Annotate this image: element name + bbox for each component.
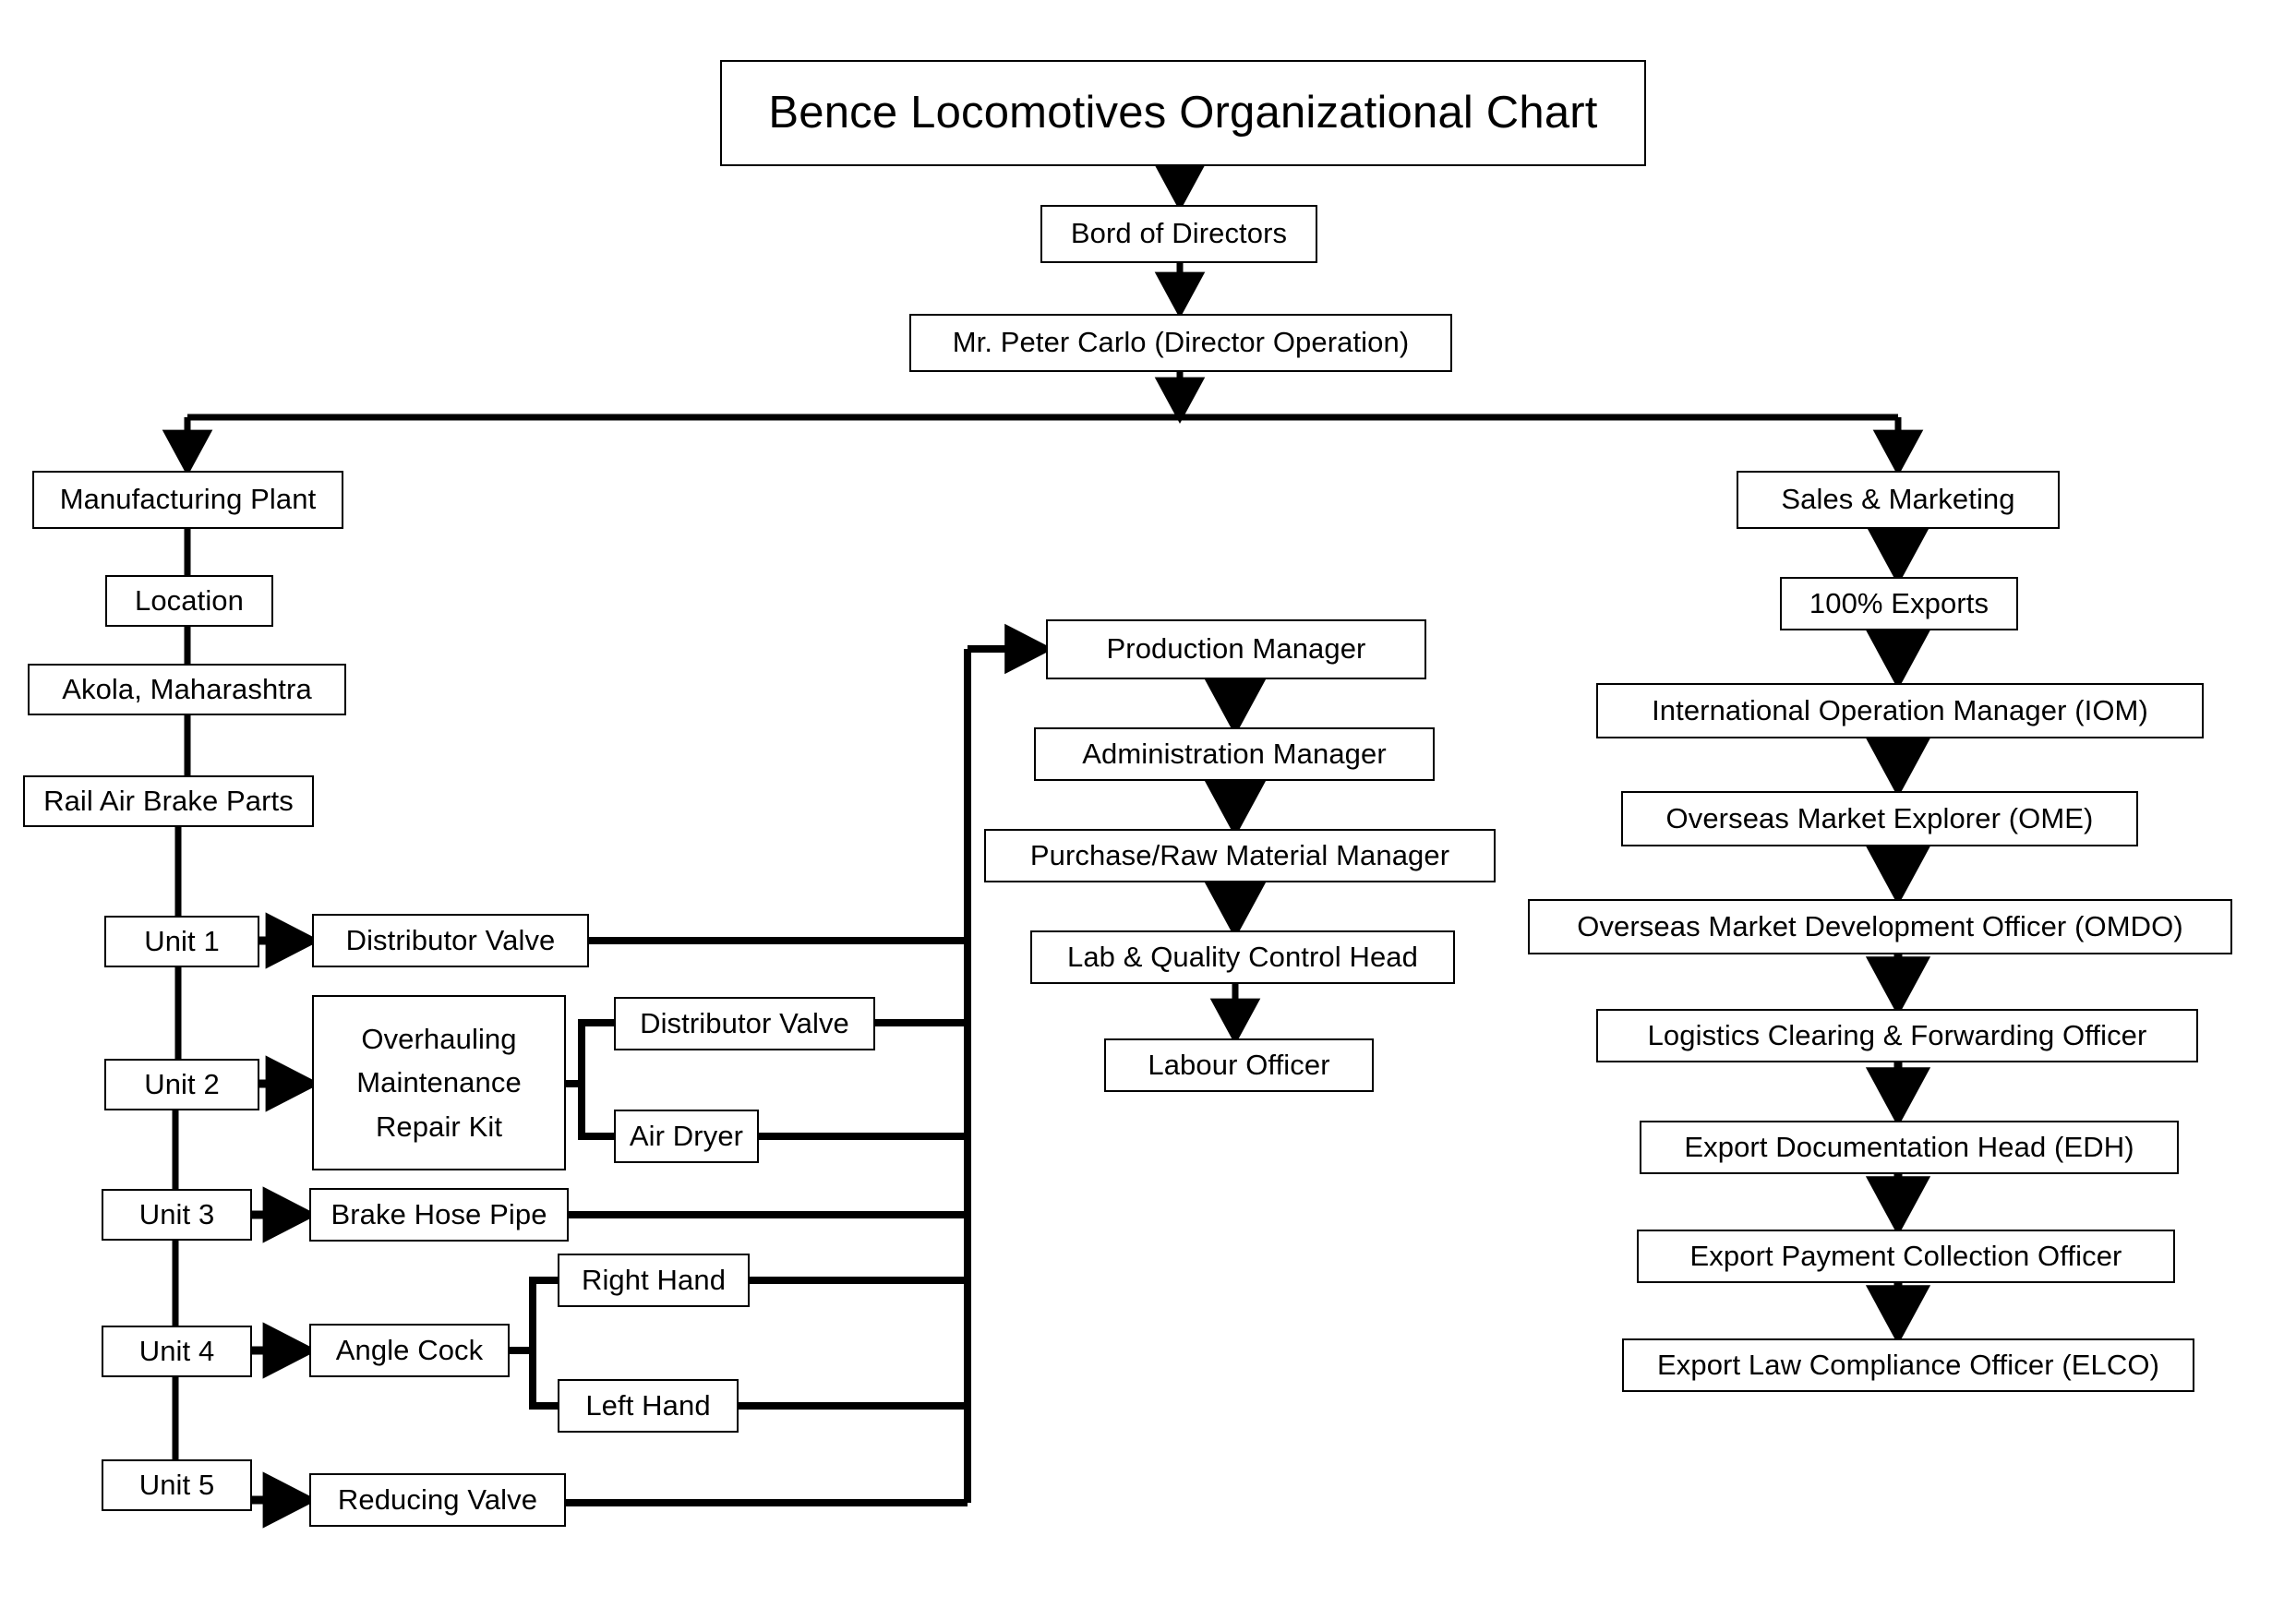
unit-2-child-distributor-valve-text: Distributor Valve — [640, 1006, 849, 1039]
chart-title-text: Bence Locomotives Organizational Chart — [768, 88, 1598, 138]
unit-3-product-text: Brake Hose Pipe — [331, 1197, 547, 1230]
unit-2-product-line-3: Repair Kit — [375, 1110, 503, 1143]
unit-4-child-right-hand-text: Right Hand — [581, 1263, 727, 1296]
unit-4-product-box[interactable]: Angle Cock — [309, 1324, 510, 1377]
unit-2-label: Unit 2 — [144, 1067, 220, 1100]
exports-box[interactable]: 100% Exports — [1780, 577, 2018, 630]
unit-2-product-line-1: Overhauling — [361, 1023, 517, 1056]
ome-box[interactable]: Overseas Market Explorer (OME) — [1621, 791, 2138, 846]
unit-1-box[interactable]: Unit 1 — [104, 916, 259, 967]
unit-5-box[interactable]: Unit 5 — [102, 1459, 252, 1511]
purchase-raw-material-manager-box[interactable]: Purchase/Raw Material Manager — [984, 829, 1496, 882]
iom-box[interactable]: International Operation Manager (IOM) — [1596, 683, 2204, 738]
elco-text: Export Law Compliance Officer (ELCO) — [1657, 1348, 2159, 1381]
production-manager-text: Production Manager — [1106, 632, 1366, 666]
exports-text: 100% Exports — [1809, 586, 1989, 619]
export-payment-collection-officer-box[interactable]: Export Payment Collection Officer — [1637, 1230, 2175, 1283]
board-of-directors-box[interactable]: Bord of Directors — [1040, 205, 1317, 263]
sales-marketing-box[interactable]: Sales & Marketing — [1737, 471, 2060, 529]
unit-4-label: Unit 4 — [138, 1334, 215, 1367]
director-operation-box[interactable]: Mr. Peter Carlo (Director Operation) — [909, 314, 1452, 372]
logistics-officer-text: Logistics Clearing & Forwarding Officer — [1647, 1018, 2147, 1051]
unit-2-child-air-dryer-box[interactable]: Air Dryer — [614, 1110, 759, 1163]
iom-text: International Operation Manager (IOM) — [1652, 693, 2148, 726]
unit-1-product-text: Distributor Valve — [345, 923, 556, 956]
director-operation-text: Mr. Peter Carlo (Director Operation) — [952, 326, 1410, 359]
unit-1-product-box[interactable]: Distributor Valve — [312, 914, 589, 967]
unit-2-product-box[interactable]: Overhauling Maintenance Repair Kit — [312, 995, 566, 1170]
rail-air-brake-parts-box[interactable]: Rail Air Brake Parts — [23, 775, 314, 827]
labour-officer-box[interactable]: Labour Officer — [1104, 1038, 1374, 1092]
unit-2-child-distributor-valve-box[interactable]: Distributor Valve — [614, 997, 875, 1050]
location-value-box[interactable]: Akola, Maharashtra — [28, 664, 346, 715]
location-label-box[interactable]: Location — [105, 575, 273, 627]
labour-officer-text: Labour Officer — [1148, 1048, 1330, 1081]
wire-kit-split — [564, 1019, 614, 1140]
production-manager-box[interactable]: Production Manager — [1046, 619, 1426, 679]
ome-text: Overseas Market Explorer (OME) — [1665, 801, 2094, 834]
edh-box[interactable]: Export Documentation Head (EDH) — [1640, 1121, 2179, 1174]
manufacturing-plant-box[interactable]: Manufacturing Plant — [32, 471, 343, 529]
unit-5-product-text: Reducing Valve — [337, 1482, 538, 1516]
unit-4-box[interactable]: Unit 4 — [102, 1326, 252, 1377]
unit-4-child-left-hand-box[interactable]: Left Hand — [558, 1379, 739, 1433]
rail-air-brake-parts-text: Rail Air Brake Parts — [43, 784, 294, 817]
elco-box[interactable]: Export Law Compliance Officer (ELCO) — [1622, 1338, 2194, 1392]
lab-quality-control-head-box[interactable]: Lab & Quality Control Head — [1030, 930, 1455, 984]
unit-4-child-left-hand-text: Left Hand — [585, 1388, 711, 1422]
omdo-box[interactable]: Overseas Market Development Officer (OMD… — [1528, 899, 2232, 954]
edh-text: Export Documentation Head (EDH) — [1684, 1130, 2134, 1163]
location-label-text: Location — [134, 583, 244, 617]
unit-3-box[interactable]: Unit 3 — [102, 1189, 252, 1241]
unit-2-product-line-2: Maintenance — [356, 1066, 522, 1099]
unit-5-label: Unit 5 — [138, 1468, 215, 1501]
unit-3-label: Unit 3 — [138, 1197, 215, 1230]
chart-title-box: Bence Locomotives Organizational Chart — [720, 60, 1646, 166]
unit-2-child-air-dryer-text: Air Dryer — [629, 1119, 744, 1152]
administration-manager-text: Administration Manager — [1082, 737, 1387, 770]
unit-5-product-box[interactable]: Reducing Valve — [309, 1473, 566, 1527]
sales-marketing-text: Sales & Marketing — [1781, 483, 2015, 516]
board-of-directors-text: Bord of Directors — [1070, 217, 1288, 250]
manufacturing-plant-text: Manufacturing Plant — [59, 483, 317, 516]
wire-anglecock-split — [509, 1277, 558, 1410]
unit-1-label: Unit 1 — [144, 924, 220, 957]
export-payment-collection-officer-text: Export Payment Collection Officer — [1689, 1239, 2122, 1272]
omdo-text: Overseas Market Development Officer (OMD… — [1577, 909, 2183, 942]
location-value-text: Akola, Maharashtra — [62, 672, 312, 705]
logistics-officer-box[interactable]: Logistics Clearing & Forwarding Officer — [1596, 1009, 2198, 1062]
lab-quality-control-head-text: Lab & Quality Control Head — [1067, 940, 1418, 973]
unit-4-child-right-hand-box[interactable]: Right Hand — [558, 1254, 750, 1307]
administration-manager-box[interactable]: Administration Manager — [1034, 727, 1435, 781]
purchase-raw-material-manager-text: Purchase/Raw Material Manager — [1029, 838, 1450, 871]
unit-4-product-text: Angle Cock — [335, 1333, 484, 1366]
unit-3-product-box[interactable]: Brake Hose Pipe — [309, 1188, 569, 1242]
unit-2-box[interactable]: Unit 2 — [104, 1059, 259, 1110]
